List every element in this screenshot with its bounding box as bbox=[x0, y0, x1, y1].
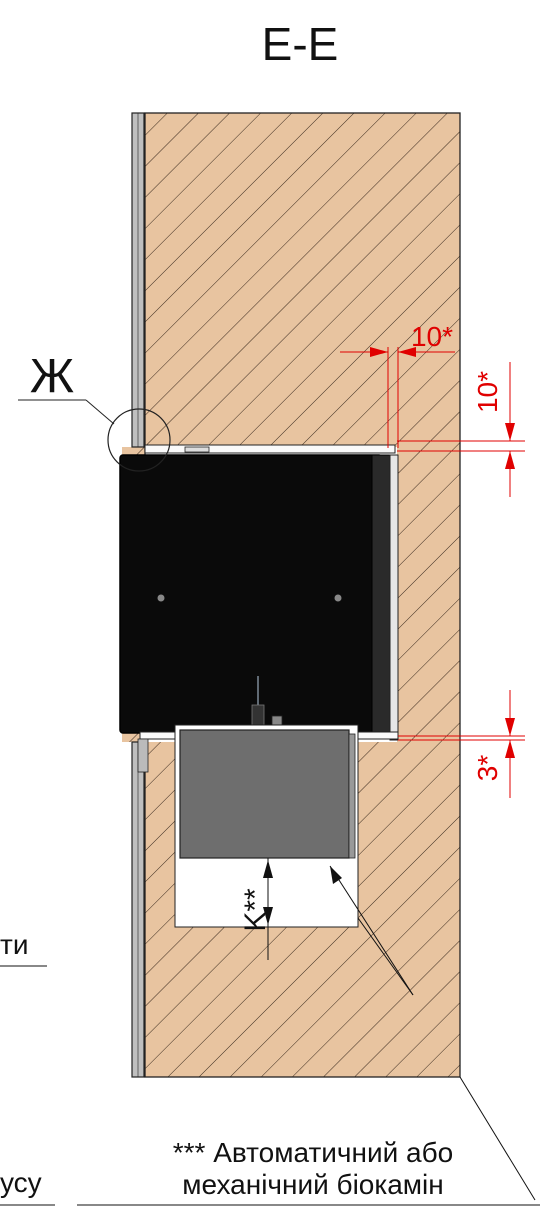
detail-callout-label: Ж bbox=[30, 350, 74, 403]
left-note-top: ти bbox=[0, 929, 28, 960]
burner-note-line2: механічний біокамін bbox=[182, 1169, 443, 1200]
left-note-fragments: ти усу bbox=[0, 929, 55, 1206]
dimension-top-vertical: 10* bbox=[397, 362, 525, 497]
dimension-top-vertical-label: 10* bbox=[472, 371, 503, 413]
dimension-k-clearance: K** bbox=[239, 858, 273, 960]
burner-unit bbox=[174, 724, 359, 928]
mounting-screw-right bbox=[334, 594, 342, 602]
left-note-bottom: усу bbox=[0, 1167, 42, 1198]
section-title: Е-Е bbox=[262, 18, 339, 70]
dimension-top-horizontal: 10* bbox=[340, 321, 455, 448]
dimension-top-horizontal-label: 10* bbox=[411, 321, 453, 352]
detail-callout: Ж bbox=[18, 350, 171, 472]
burner-note: *** Автоматичний або механічний біокамін bbox=[77, 1137, 540, 1206]
burner-note-line1: *** Автоматичний або bbox=[173, 1137, 453, 1168]
dimension-k-clearance-label: K** bbox=[239, 888, 272, 932]
wall-cladding bbox=[131, 112, 145, 1078]
firebox-unit bbox=[119, 454, 399, 741]
burner-leader-lines bbox=[329, 865, 536, 1201]
dimension-bottom-vertical-label: 3* bbox=[472, 755, 503, 782]
dimension-bottom-vertical: 3* bbox=[398, 690, 525, 798]
mounting-screw-left bbox=[157, 594, 165, 602]
niche-top-plate bbox=[144, 444, 396, 454]
